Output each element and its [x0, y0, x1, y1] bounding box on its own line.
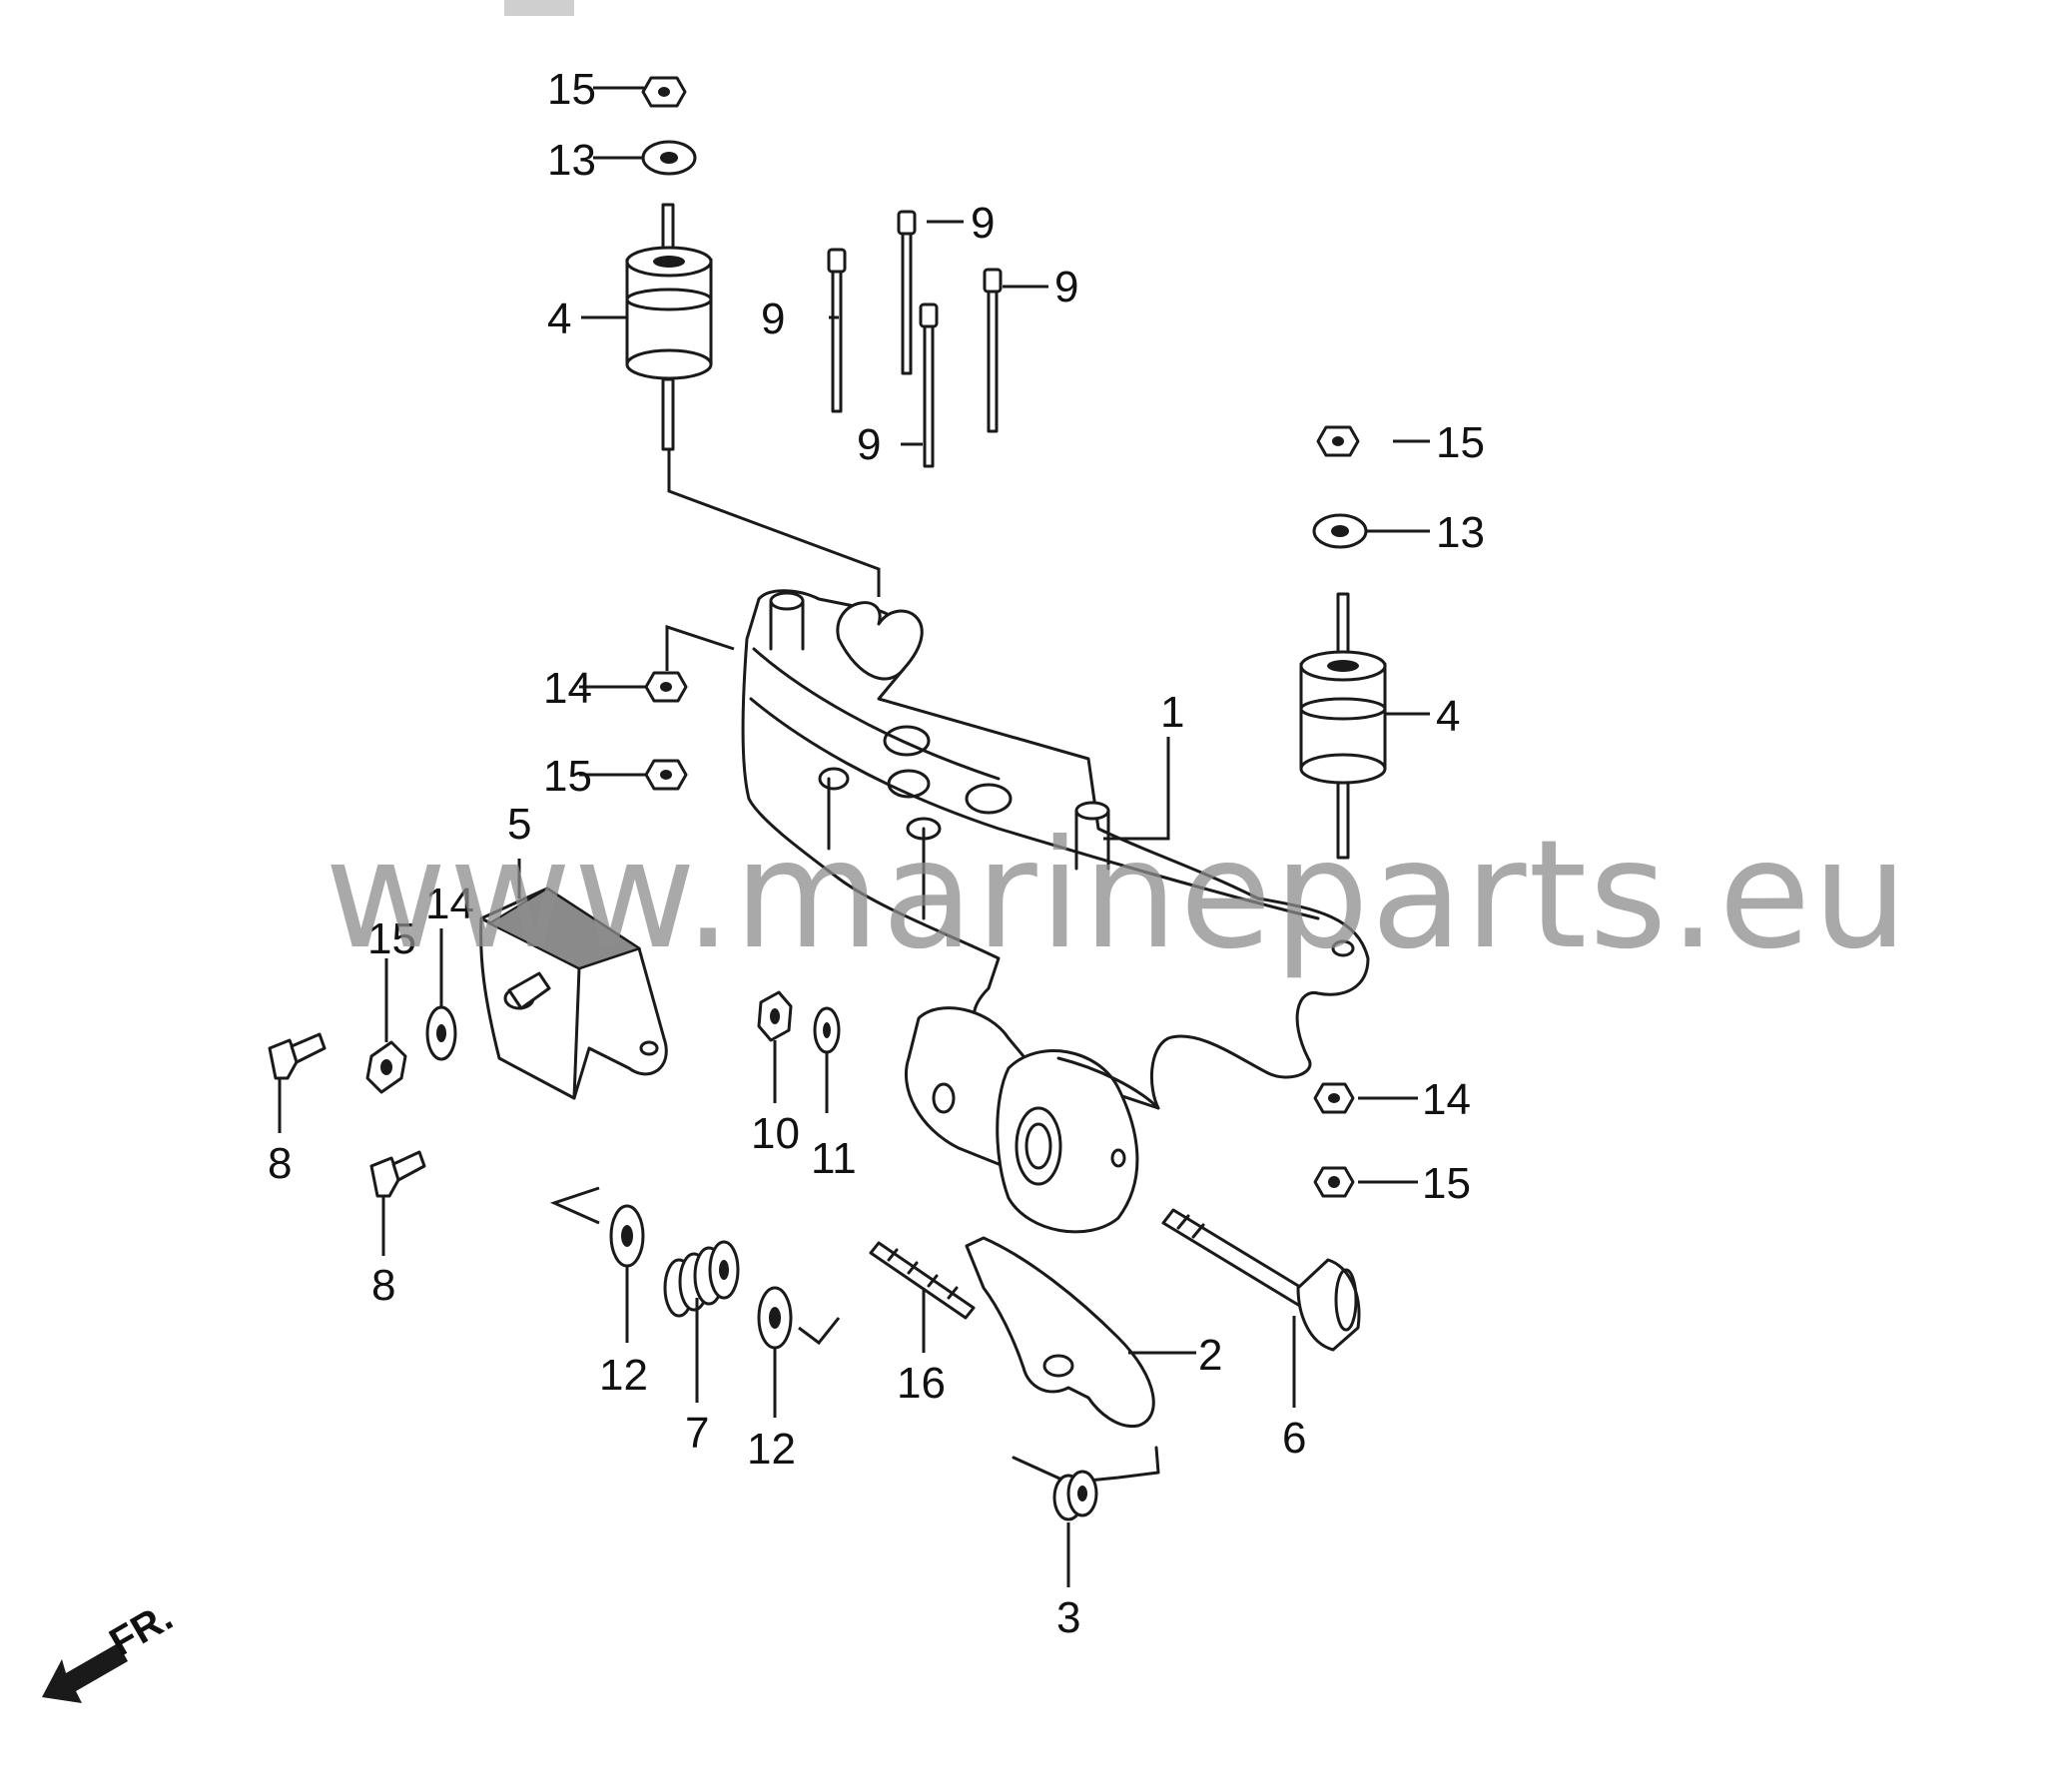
callout-7: 7 [685, 1409, 709, 1458]
callout-12: 12 [747, 1425, 796, 1474]
callout-6: 6 [1282, 1414, 1306, 1463]
part-15-nut-left-upper [644, 759, 688, 791]
callout-9: 9 [971, 199, 995, 248]
assembly-arrow-right [798, 1317, 841, 1346]
part-14-nut-left-upper [644, 671, 688, 703]
part-15-nut-top-left [641, 76, 687, 108]
callout-leaders [278, 86, 1430, 1587]
part-2-lever [965, 1236, 1155, 1429]
part-15-nut-right-lower [1313, 1166, 1355, 1198]
callout-15: 15 [543, 752, 592, 801]
top-mark [504, 0, 574, 16]
part-13-washer-top-left [641, 140, 697, 176]
callout-15: 15 [367, 914, 416, 963]
callout-4: 4 [1436, 692, 1460, 741]
callout-14: 14 [425, 880, 474, 928]
callout-9: 9 [761, 295, 785, 343]
callout-12: 12 [599, 1351, 648, 1400]
part-5-mount-block [479, 887, 668, 1100]
front-direction-indicator: FR. [42, 1594, 180, 1703]
callout-10: 10 [751, 1109, 800, 1158]
part-14-washer-left-lower [425, 1005, 457, 1061]
assembly-arrow-left [549, 1186, 600, 1225]
callout-4: 4 [547, 295, 571, 343]
callout-9: 9 [857, 420, 881, 469]
part-13-washer-right [1312, 513, 1368, 549]
part-16-pin [869, 1241, 976, 1320]
part-4-rubber-mount-left [625, 203, 713, 451]
part-12-washer-right [757, 1286, 793, 1350]
part-11-washer [813, 1006, 841, 1054]
callout-1: 1 [1160, 688, 1184, 737]
front-arrow-icon [42, 1643, 128, 1703]
part-6-long-bolt [1161, 1208, 1361, 1352]
callout-16: 16 [897, 1359, 946, 1408]
assembly-line-left-mount [667, 449, 881, 597]
callout-14: 14 [543, 664, 592, 713]
callout-13: 13 [1436, 508, 1485, 557]
callout-15: 15 [1436, 418, 1485, 467]
part-12-washer-left [609, 1204, 645, 1268]
part-8-bolt-lower [369, 1150, 426, 1198]
part-14-nut-right [1313, 1082, 1355, 1114]
assembly-line-nut-14 [665, 624, 735, 671]
part-7-spring [663, 1240, 740, 1318]
part-8-bolt-upper [268, 1032, 327, 1080]
callout-8: 8 [371, 1261, 395, 1310]
watermark-text: www.marineparts.eu [325, 809, 1910, 982]
part-4-rubber-mount-right [1299, 592, 1387, 860]
callout-2: 2 [1198, 1331, 1222, 1380]
callout-numbers: 15 13 4 9 9 9 9 1 15 13 4 14 15 5 14 15 … [268, 65, 1485, 1642]
callout-8: 8 [268, 1139, 292, 1188]
part-3-spring-clip [1012, 1446, 1160, 1521]
callout-3: 3 [1056, 1593, 1080, 1642]
callout-14: 14 [1422, 1075, 1471, 1124]
part-15-nut-right-top [1316, 425, 1360, 457]
part-10-nut [757, 990, 793, 1042]
callout-5: 5 [507, 800, 531, 849]
callout-11: 11 [811, 1134, 857, 1183]
callout-15: 15 [1422, 1159, 1471, 1208]
callout-15: 15 [547, 65, 596, 114]
part-15-nut-left-lower [365, 1040, 407, 1094]
part-9-bolts [827, 210, 1003, 468]
callout-9: 9 [1054, 263, 1078, 311]
part-1-mount-frame [741, 589, 1370, 1234]
callout-13: 13 [547, 136, 596, 185]
